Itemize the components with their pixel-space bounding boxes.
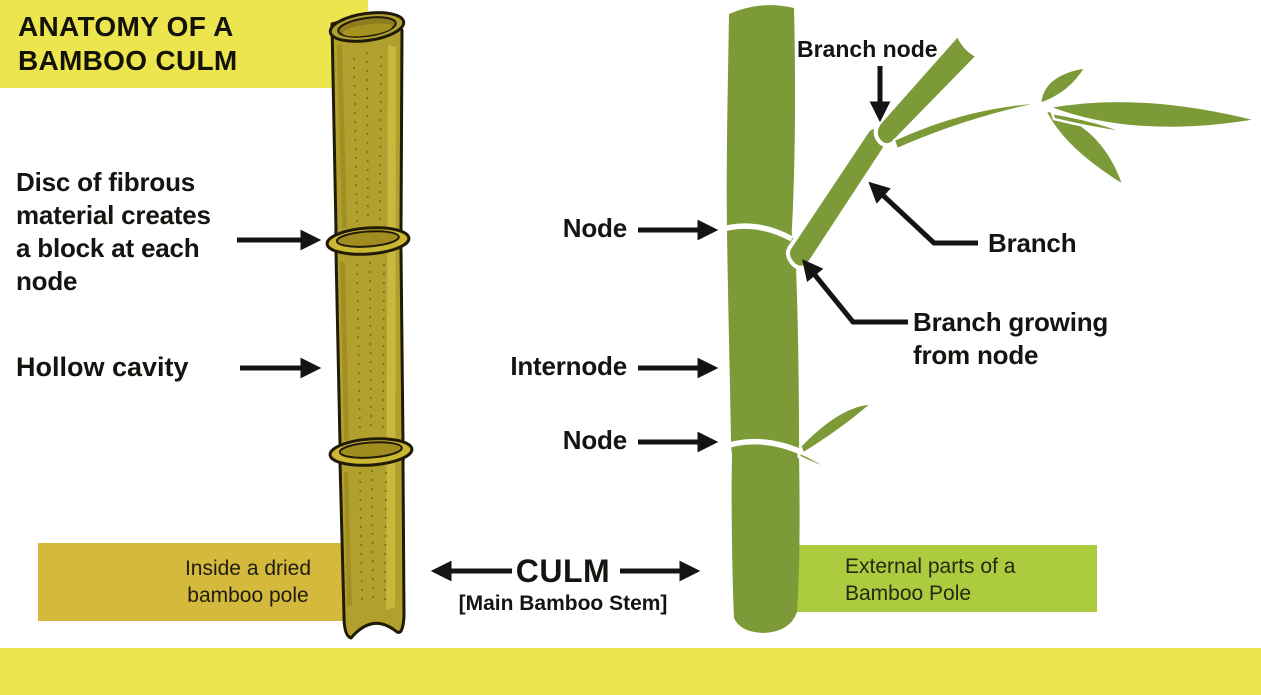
- hollow-cavity-label: Hollow cavity: [16, 352, 189, 382]
- branch-lower-segment: [785, 124, 890, 270]
- leaf-cluster: [1038, 65, 1260, 188]
- pole-highlight: [386, 45, 396, 610]
- culm-node-gaps: [722, 223, 803, 455]
- leaf-sliver: [1050, 111, 1130, 135]
- leaf-long-right: [1046, 99, 1260, 130]
- node-disc-lower: [328, 437, 414, 467]
- title-line-2: BAMBOO CULM: [18, 45, 238, 76]
- internode-label: Internode: [510, 351, 627, 381]
- culm-stem: [726, 5, 800, 634]
- node-upper-label: Node: [562, 213, 627, 243]
- title-line-1: ANATOMY OF A: [18, 11, 234, 42]
- leaf-down-right: [1043, 108, 1126, 188]
- bottom-accent-bar: [0, 648, 1261, 695]
- branch-growing-label: Branch growing from node: [913, 307, 1109, 370]
- right-caption-band: External parts of a Bamboo Pole: [760, 545, 1097, 612]
- disc-label: Disc of fibrous material creates a block…: [16, 167, 211, 296]
- left-caption-text: Inside a dried bamboo pole: [184, 557, 312, 607]
- pole-shadow-2: [340, 262, 349, 440]
- leaf-twig: [892, 101, 1047, 151]
- right-caption-text: External parts of a Bamboo Pole: [845, 555, 1016, 605]
- page-title: ANATOMY OF A BAMBOO CULM: [18, 10, 238, 78]
- node-disc-upper: [325, 226, 411, 256]
- title-background: ANATOMY OF A BAMBOO CULM: [0, 0, 368, 88]
- branch-arrow: [868, 181, 978, 246]
- left-caption-band: Inside a dried bamboo pole: [38, 543, 352, 621]
- lower-node-leaves: [797, 401, 875, 474]
- culm-subtitle-label: [Main Bamboo Stem]: [458, 592, 668, 615]
- pole-fibre-texture: [353, 51, 387, 605]
- branch-growing-arrow: [802, 259, 908, 325]
- branch-node-label: Branch node: [797, 36, 938, 62]
- leaf-small-upper: [1038, 65, 1088, 106]
- branch-label: Branch: [988, 228, 1077, 258]
- node-lower-label: Node: [562, 425, 627, 455]
- culm-label: CULM: [515, 553, 611, 589]
